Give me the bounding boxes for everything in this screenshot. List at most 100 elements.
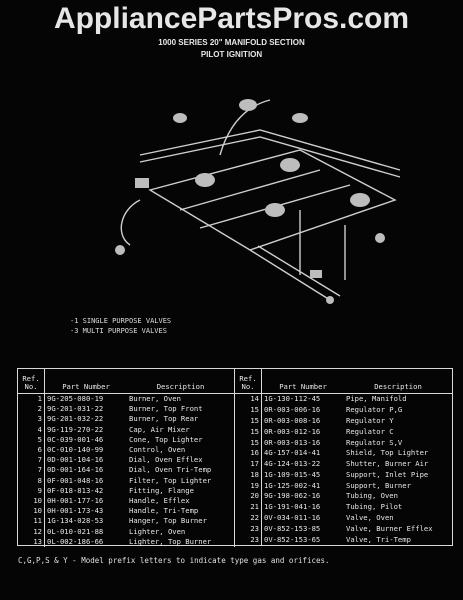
- col-ref: Ref. No.: [235, 369, 262, 394]
- cell-ref: 10: [18, 506, 45, 517]
- cell-part: 0D-001-104-16: [47, 455, 104, 465]
- cell-ref: 21: [235, 501, 262, 513]
- cell-ref: 15: [235, 426, 262, 438]
- section-title: 1000 SERIES 20" MANIFOLD SECTION: [158, 38, 305, 47]
- cell-ref: 19: [235, 480, 262, 492]
- cell-ref: 2: [18, 404, 45, 415]
- cell-ref: 3: [18, 414, 45, 425]
- cell-part: 1G-134-028-53: [47, 516, 104, 526]
- cell-ref: 15: [235, 415, 262, 427]
- cell-part: 9G-201-031-22: [47, 404, 104, 414]
- cell-part: 0R-003-013-16: [264, 437, 321, 447]
- cell-part: 0D-001-164-16: [47, 465, 104, 475]
- cell-part: 0V-852-153-65: [264, 534, 321, 544]
- cell-desc: Shutter, Burner Air: [346, 459, 429, 469]
- cell-desc: Fitting, Flange: [129, 485, 194, 495]
- cell-part: 9G-198-062-16: [264, 491, 321, 501]
- cell-part: 1G-191-041-16: [264, 502, 321, 512]
- cell-ref: 10: [18, 495, 45, 507]
- cell-ref: 22: [235, 512, 262, 524]
- burner-3: [265, 203, 285, 217]
- cell-part: 1G-130-112-45: [264, 394, 321, 404]
- cell-part: 0V-852-153-85: [264, 523, 321, 533]
- cell-desc: Lighter, Top Burner: [129, 536, 212, 546]
- cell-ref: 20: [235, 491, 262, 502]
- watermark: AppliancePartsPros.com: [53, 2, 410, 35]
- cell-desc: Burner, Top Front: [129, 404, 203, 414]
- cell-part: 0H-001-177-16: [47, 495, 104, 505]
- cell-desc: Regulator C: [346, 426, 394, 436]
- legend-single: -1 SINGLE PURPOSE VALVES: [70, 317, 172, 325]
- cell-ref: 14: [235, 393, 262, 405]
- cell-part: 4G-157-014-41: [264, 448, 321, 458]
- burner-1: [195, 173, 215, 187]
- cell-desc: Pipe, Manifold: [346, 394, 407, 404]
- cell-ref: 6: [18, 444, 45, 456]
- cell-desc: Handle, Tri-Temp: [129, 506, 199, 516]
- cell-desc: Shield, Top Lighter: [346, 448, 429, 458]
- col-part-number: Part Number: [44, 369, 127, 394]
- cell-part: 0C-039-001-46: [47, 434, 104, 444]
- cell-part: 0R-003-012-16: [264, 426, 321, 436]
- cell-part: 0L-010-021-88: [47, 526, 104, 536]
- cell-part: 1G-125-002-41: [264, 480, 321, 490]
- cell-desc: Hanger, Top Burner: [129, 516, 207, 526]
- cell-ref: 17: [235, 458, 262, 470]
- pilot-tubing: [120, 199, 141, 246]
- cell-desc: Valve, Oven: [346, 513, 394, 523]
- cell-part: 0R-003-008-16: [264, 415, 321, 425]
- cell-ref: 4: [18, 424, 45, 435]
- cell-ref: 9: [18, 485, 45, 496]
- cell-ref: 1: [18, 393, 45, 405]
- cell-part: 0L-002-186-66: [47, 536, 104, 546]
- cell-desc: Regulator P,G: [346, 405, 403, 415]
- cell-desc: Valve, Burner Efflex: [346, 523, 433, 533]
- cell-desc: Dial, Oven Efflex: [129, 455, 203, 465]
- cell-part: 0C-010-140-99: [47, 445, 104, 455]
- cell-ref: 7: [18, 465, 45, 476]
- cell-ref: 12: [18, 526, 45, 537]
- exploded-parts-diagram: [115, 99, 401, 304]
- col-description: Description: [127, 369, 235, 394]
- cell-desc: Control, Oven: [129, 445, 186, 455]
- cell-ref: 15: [235, 437, 262, 448]
- cell-ref: 16: [235, 447, 262, 459]
- col-description: Description: [344, 369, 452, 394]
- cell-part: 9G-205-080-19: [47, 394, 104, 404]
- col-part-number: Part Number: [261, 369, 344, 394]
- valve-knob-1: [239, 99, 257, 111]
- oven-control: [135, 178, 149, 188]
- cell-desc: Cone, Top Lighter: [129, 434, 203, 444]
- cell-desc: Valve, Tri-Temp: [346, 534, 411, 544]
- manifold-pipe: [139, 129, 401, 171]
- cell-desc: Regulator Y: [346, 415, 394, 425]
- col-ref: Ref. No.: [18, 369, 45, 394]
- cell-desc: Filter, Top Lighter: [129, 475, 212, 485]
- cell-desc: Support, Inlet Pipe: [346, 469, 429, 479]
